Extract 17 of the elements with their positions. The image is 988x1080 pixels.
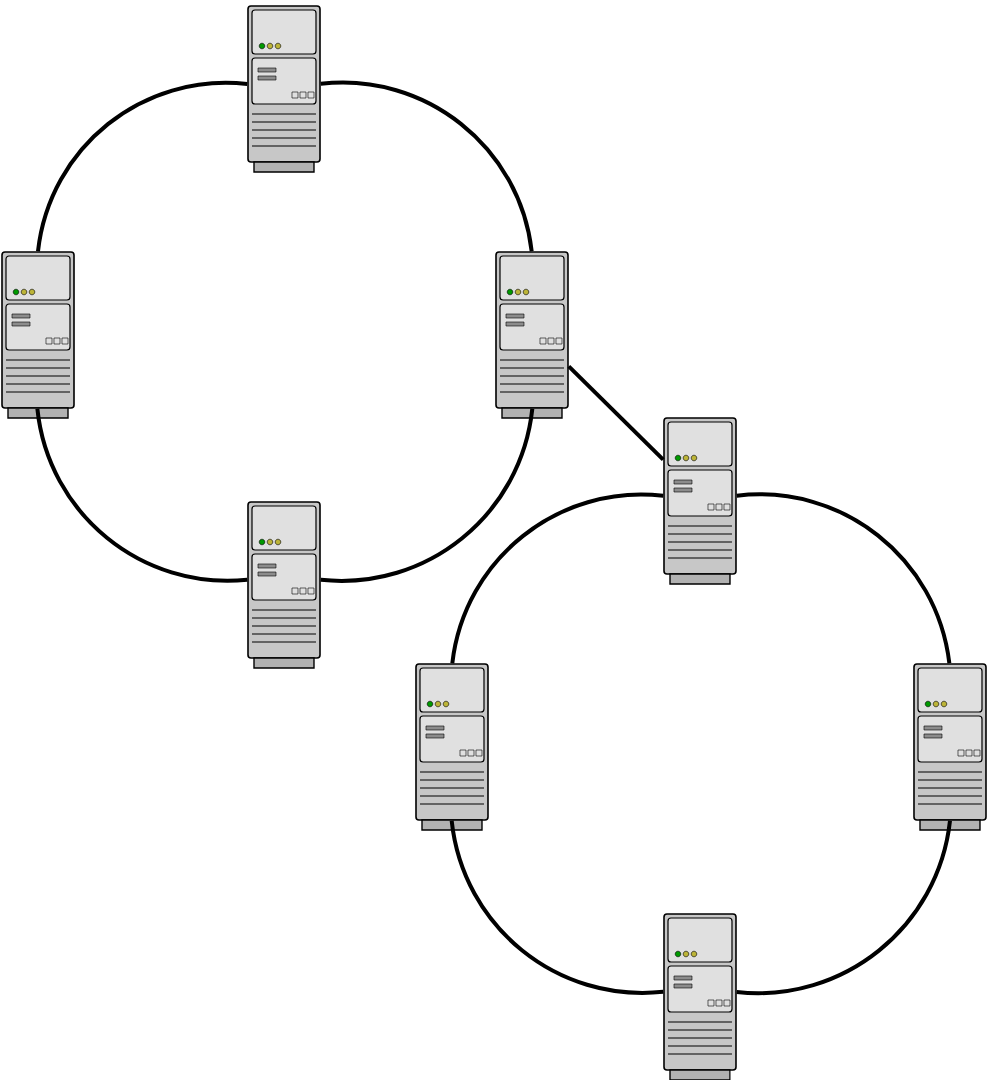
server-drawing <box>247 501 321 669</box>
server-drawing <box>913 663 987 831</box>
server-drawing <box>495 251 569 419</box>
network-link <box>736 820 952 996</box>
server-drawing <box>1 251 75 419</box>
network-link <box>320 80 534 252</box>
network-link <box>450 492 664 664</box>
server-drawing <box>415 663 489 831</box>
network-link <box>449 820 664 995</box>
network-link <box>736 492 952 664</box>
server-drawing <box>247 5 321 173</box>
network-link <box>35 408 248 583</box>
network-link <box>567 364 665 462</box>
network-link <box>320 408 535 583</box>
server-drawing <box>663 417 737 585</box>
network-link <box>36 80 248 252</box>
server-drawing <box>663 913 737 1080</box>
